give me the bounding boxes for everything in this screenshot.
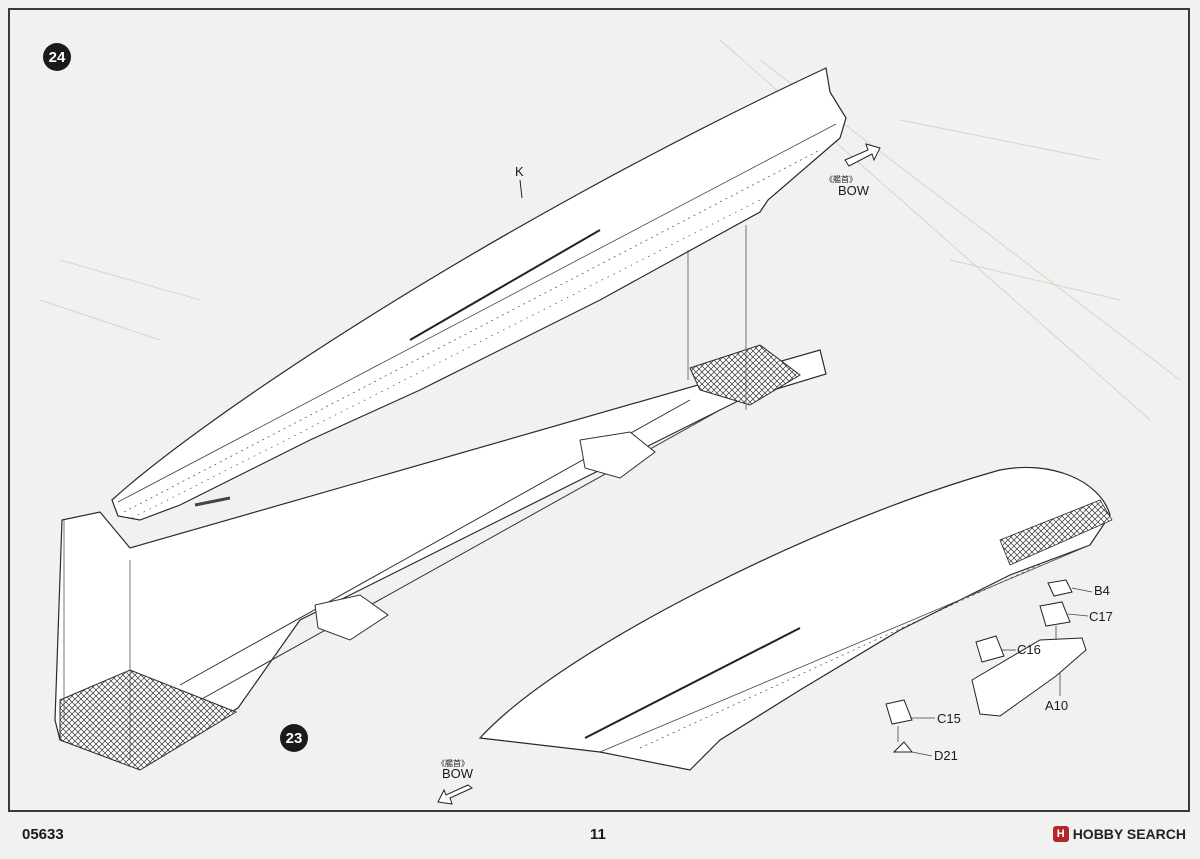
label-c16: C16: [1017, 642, 1041, 657]
label-bow-cn-lower: 《艦首》: [437, 758, 469, 768]
upper-hull: [111, 67, 847, 521]
label-bow-upper: BOW: [838, 183, 870, 198]
part-c15: [885, 699, 913, 725]
label-bow-lower: BOW: [442, 766, 474, 781]
label-c17: C17: [1089, 609, 1113, 624]
part-a10: [971, 637, 1087, 717]
alignment-guides: [63, 225, 747, 760]
stern-grating: [59, 669, 238, 771]
bow-grating: [689, 344, 801, 406]
label-k: K: [515, 164, 524, 179]
deck-plate: [54, 344, 827, 771]
lower-hull-slot: [584, 627, 801, 739]
deck-hatch-front: [579, 431, 656, 479]
product-code: 05633: [22, 826, 64, 843]
label-d21: D21: [934, 748, 958, 763]
watermark-text: HOBBY SEARCH: [1072, 826, 1186, 842]
page-number: 11: [590, 826, 606, 843]
deck-hatch-rear: [314, 594, 389, 641]
step-23-label: 23: [286, 730, 303, 747]
bow-arrow-upper-icon: [844, 143, 881, 167]
label-c15: C15: [937, 711, 961, 726]
watermark-logo-icon: H: [1052, 826, 1069, 842]
propeller-shaft: [194, 496, 231, 507]
label-a10: A10: [1045, 698, 1068, 713]
lower-bow-grating: [999, 499, 1113, 566]
part-k-leader: [519, 179, 523, 199]
bow-arrow-lower-icon: [437, 784, 473, 805]
lower-hull: [478, 466, 1113, 771]
small-parts: [885, 579, 1093, 757]
step-23-circle: [280, 724, 308, 752]
part-d21: [892, 741, 914, 753]
part-c16: [975, 635, 1005, 663]
step-24-label: 24: [49, 49, 66, 66]
step-24-circle: [43, 43, 71, 71]
part-b4: [1047, 579, 1073, 597]
label-bow-cn-upper: 《艦首》: [825, 174, 857, 184]
part-c17: [1039, 601, 1071, 627]
watermark: H HOBBY SEARCH: [1052, 826, 1186, 842]
hull-slot: [409, 229, 601, 341]
label-b4: B4: [1094, 583, 1110, 598]
page-border: [8, 8, 1190, 812]
